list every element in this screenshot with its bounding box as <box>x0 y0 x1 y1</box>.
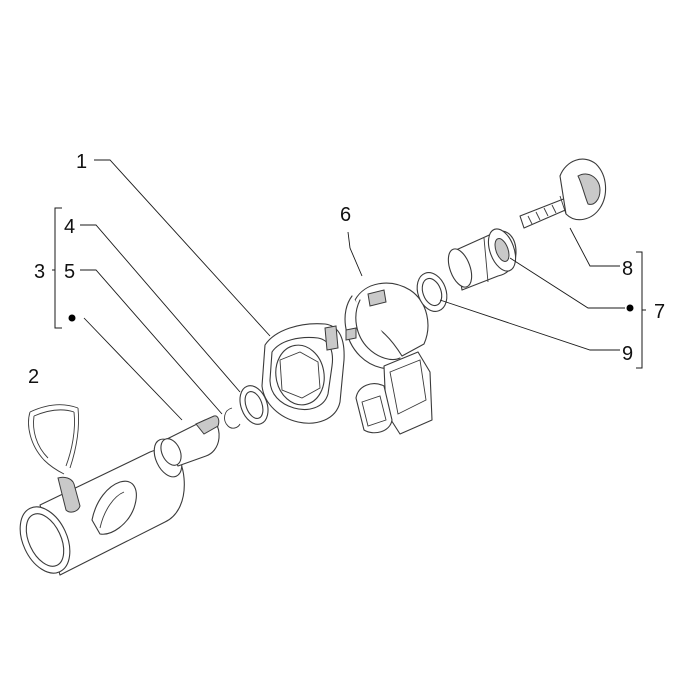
o-ring-4 <box>239 385 269 425</box>
callout-2: 2 <box>28 366 39 388</box>
group-dot-left <box>68 314 76 322</box>
callout-3: 3 <box>34 261 45 283</box>
group-bracket-3 <box>52 207 62 329</box>
flange-disc-part <box>261 323 345 424</box>
ignition-bracket-part <box>344 282 433 435</box>
c-clip-part <box>224 407 241 429</box>
key-part <box>519 158 607 229</box>
lock-housing-tube <box>19 438 185 576</box>
callout-4: 4 <box>64 216 75 238</box>
callout-9: 9 <box>622 343 633 365</box>
leader-lines <box>80 159 625 421</box>
callout-6: 6 <box>340 204 351 226</box>
lock-cylinder-part <box>447 228 517 291</box>
callout-1: 1 <box>76 151 87 173</box>
o-ring-9 <box>416 272 448 312</box>
small-barrel-part <box>160 415 220 467</box>
spring-clip-part <box>28 404 79 475</box>
callout-7: 7 <box>654 301 665 323</box>
callout-5: 5 <box>64 261 75 283</box>
group-dot-right <box>626 304 634 312</box>
callout-8: 8 <box>622 258 633 280</box>
group-bracket-7 <box>636 251 646 369</box>
